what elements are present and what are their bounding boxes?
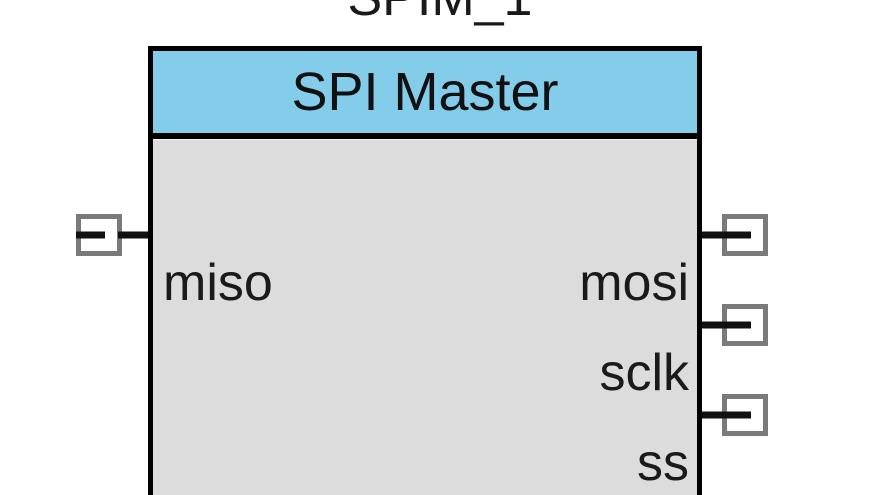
pin-label-sclk[interactable]: sclk — [599, 344, 689, 402]
pin-stub-sclk — [698, 321, 732, 329]
pin-terminal-sclk[interactable] — [722, 304, 768, 346]
component-block-spi-master[interactable]: SPI Master miso mosi sclk ss — [148, 46, 702, 495]
component-title: SPI Master — [291, 62, 559, 122]
component-body: miso mosi sclk ss — [153, 139, 697, 495]
component-header: SPI Master — [153, 51, 697, 139]
pin-stub-mosi — [698, 231, 732, 239]
pin-terminal-mosi[interactable] — [722, 214, 768, 256]
pin-stub-ss — [698, 411, 732, 419]
pin-terminal-ss[interactable] — [722, 394, 768, 436]
pin-terminal-miso[interactable] — [76, 214, 122, 256]
pin-stub-miso — [118, 231, 152, 239]
pin-label-miso[interactable]: miso — [163, 254, 273, 312]
pin-label-ss[interactable]: ss — [637, 434, 689, 492]
pin-label-mosi[interactable]: mosi — [579, 254, 689, 312]
